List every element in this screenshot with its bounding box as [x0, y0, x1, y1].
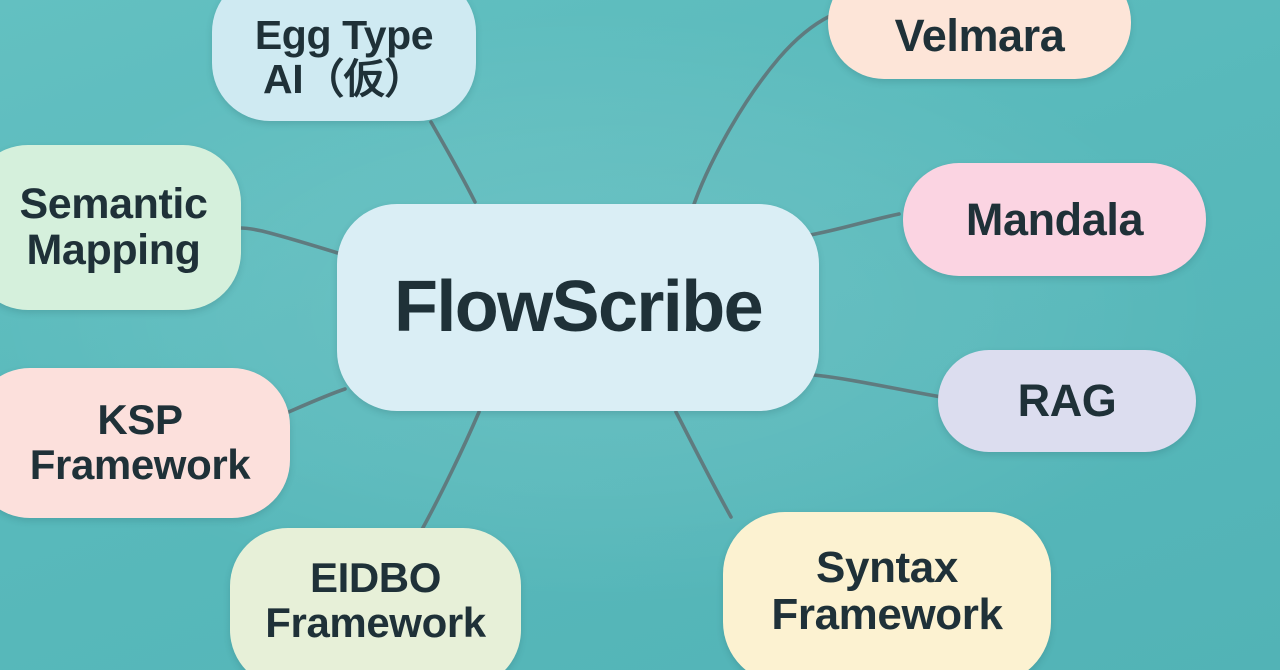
connector-flowscribe-ksp-framework [282, 387, 347, 416]
node-ksp-framework-label: KSP Framework [29, 396, 251, 488]
node-semantic-mapping[interactable]: Semantic Mapping [0, 145, 241, 310]
node-rag[interactable]: RAG [938, 350, 1196, 452]
node-syntax-framework-label: Syntax Framework [771, 543, 1003, 639]
node-syntax-framework[interactable]: Syntax Framework [723, 512, 1051, 670]
node-eidbo-framework-label: EIDBO Framework [265, 554, 486, 646]
connector-flowscribe-velmara [690, 14, 832, 212]
connector-flowscribe-eidbo-framework [417, 410, 481, 537]
connector-flowscribe-semantic-mapping [238, 226, 343, 256]
node-rag-label: RAG [1017, 375, 1117, 427]
node-semantic-mapping-label: Semantic Mapping [19, 179, 208, 274]
node-mandala[interactable]: Mandala [903, 163, 1206, 276]
node-mandala-label: Mandala [965, 193, 1144, 245]
node-eidbo-framework[interactable]: EIDBO Framework [230, 528, 521, 670]
connector-flowscribe-rag [812, 373, 943, 399]
node-ksp-framework[interactable]: KSP Framework [0, 368, 290, 518]
node-flowscribe[interactable]: FlowScribe [337, 204, 819, 411]
node-egg-type-ai-label: Egg Type AI（仮） [254, 12, 434, 102]
node-egg-type-ai[interactable]: Egg Type AI（仮） [212, 0, 476, 121]
connector-flowscribe-mandala [808, 212, 901, 237]
connector-flowscribe-syntax-framework [674, 410, 733, 519]
node-velmara-label: Velmara [894, 9, 1065, 61]
connector-flowscribe-egg-type-ai [429, 120, 477, 204]
node-velmara[interactable]: Velmara [828, 0, 1131, 79]
node-flowscribe-label: FlowScribe [393, 267, 764, 348]
